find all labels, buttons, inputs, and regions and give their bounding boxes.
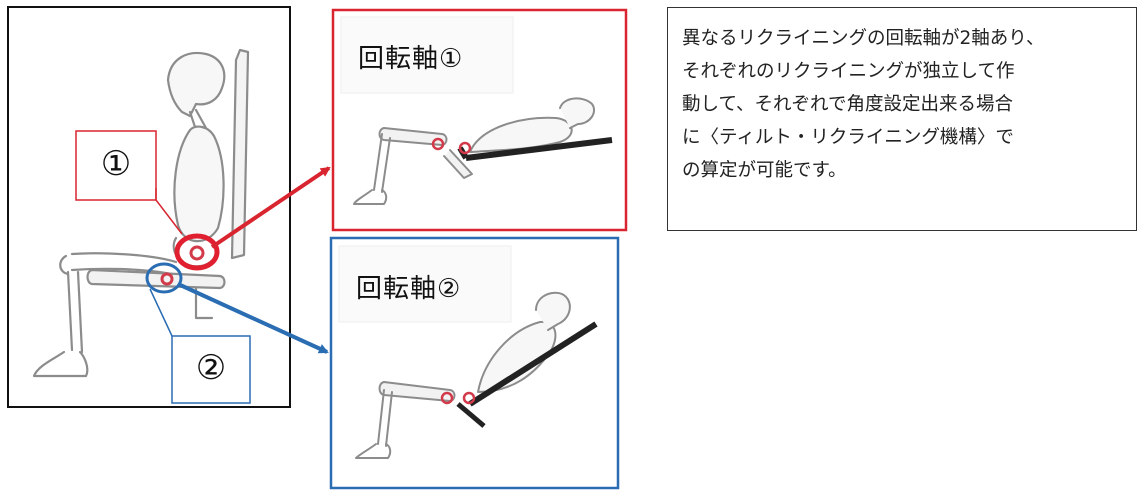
seated-figure-illustration [32, 48, 250, 378]
description-line: の算定が可能です。 [682, 160, 847, 181]
pivot-2-highlight-ring [145, 262, 183, 294]
description-text: 異なるリクライニングの回転軸が2軸あり、 それぞれのリクライニングが独立して作 … [682, 22, 1132, 187]
axis-1-pivot-a [431, 137, 445, 151]
arrow-to-axis-1 [210, 166, 331, 249]
callout-label-1: ① [100, 144, 132, 184]
axis-1-reclined-illustration [353, 97, 596, 205]
description-box: 異なるリクライニングの回転軸が2軸あり、 それぞれのリクライニングが独立して作 … [667, 7, 1137, 231]
callout-box-1 [75, 130, 157, 201]
axis-1-backrest [465, 137, 613, 161]
callout-box-2 [171, 335, 251, 404]
axis-2-title: 回転軸② [356, 274, 462, 304]
callout-leader-1 [155, 188, 183, 235]
description-line: に〈ティルト・リクライニング機構〉で [682, 127, 1014, 148]
pivot-1-marker [189, 245, 205, 261]
axis-2-pivot-b [462, 391, 476, 405]
description-line: 動して、それぞれで角度設定出来る場合 [682, 94, 1013, 115]
axis-1-title-plate [340, 16, 514, 94]
pivot-1-highlight-ring [174, 233, 220, 271]
callout-label-2: ② [195, 348, 227, 388]
pivot-2-marker [160, 272, 174, 286]
description-line: それぞれのリクライニングが独立して作 [682, 61, 1015, 82]
axis-2-backrest [468, 321, 598, 407]
axis-2-pivot-a [440, 391, 454, 405]
axis-2-title-plate [338, 245, 512, 323]
axis-1-pivot-b [458, 141, 472, 155]
arrow-to-axis-2 [177, 282, 329, 354]
callout-leader-2 [149, 288, 173, 337]
axis-2-base [456, 402, 486, 428]
axis-1-title: 回転軸① [358, 44, 464, 74]
description-line: 異なるリクライニングの回転軸が2軸あり、 [682, 28, 1045, 49]
